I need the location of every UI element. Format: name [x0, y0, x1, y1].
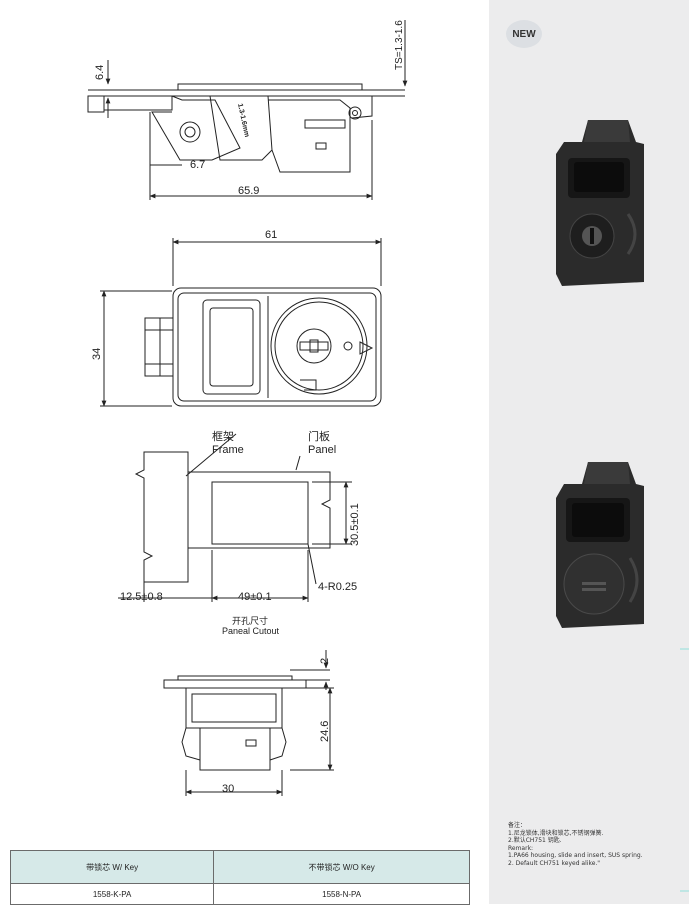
remark-line: 1.尼龙锁体,滑块和锁芯,不锈钢弹簧.: [508, 829, 604, 837]
cutout-title-cn: 开孔尺寸: [232, 615, 268, 626]
front-view: [144, 287, 382, 407]
dim-flange: 2: [319, 658, 331, 664]
dim-top-thickness: 6.4: [94, 65, 106, 80]
edge-marker: [680, 890, 689, 892]
dim-ts: TS=1.3-1.6: [394, 20, 405, 70]
dim-radius: 4-R0.25: [318, 581, 357, 593]
remark-line: 2.默认CH751 钥匙.: [508, 837, 562, 844]
table-row: 1558-K-PA 1558-N-PA: [9, 883, 470, 905]
dim-depth: 65.9: [238, 185, 259, 197]
edge-marker: [680, 648, 689, 650]
dim-frame-gap: 12.5±0.8: [120, 591, 163, 603]
part-number-without-key: 1558-N-PA: [213, 883, 470, 905]
dim-cutout-height: 30.5±0.1: [349, 503, 361, 546]
remark-line: 2. Default CH751 keyed alike.": [508, 859, 601, 867]
dim-body-depth: 24.6: [319, 721, 331, 742]
panel-label-en: Panel: [308, 444, 336, 456]
stamp-text: 1.3-1.6mm: [236, 103, 250, 138]
product-photo-key: [556, 120, 644, 286]
header-without-key: 不带锁芯 W/O Key: [213, 850, 470, 884]
cutout-title-en: Paneal Cutout: [222, 626, 280, 636]
side-view: [87, 83, 405, 173]
remark-line: 备注：: [508, 822, 527, 829]
technical-drawing: 6.4 TS=1.3-1.6 6.7 65.9 1.3-1.6mm 61 34 …: [87, 20, 408, 796]
dim-offset: 6.7: [190, 159, 205, 171]
remark-line: Remark:: [508, 844, 534, 852]
dim-height: 34: [91, 348, 103, 360]
frame-label-cn: 框架: [212, 430, 234, 443]
new-badge: NEW: [506, 20, 542, 48]
dim-body-width: 30: [222, 783, 234, 795]
panel-cutout-view: [134, 451, 331, 583]
part-number-with-key: 1558-K-PA: [9, 883, 215, 905]
part-number-table: 带锁芯 W/ Key 不带锁芯 W/O Key 1558-K-PA 1558-N…: [9, 850, 470, 905]
product-photo-no-key: [556, 462, 644, 628]
header-with-key: 带锁芯 W/ Key: [9, 850, 215, 884]
top-view: [163, 675, 307, 771]
dim-cutout-width: 49±0.1: [238, 591, 272, 603]
frame-label-en: Frame: [212, 444, 244, 456]
remarks: 备注： 1.尼龙锁体,滑块和锁芯,不锈钢弹簧. 2.默认CH751 钥匙. Re…: [508, 822, 683, 867]
remark-line: 1.PA66 housing, slide and insert, SUS sp…: [508, 852, 643, 859]
dim-width: 61: [265, 229, 277, 241]
panel-label-cn: 门板: [308, 429, 330, 443]
